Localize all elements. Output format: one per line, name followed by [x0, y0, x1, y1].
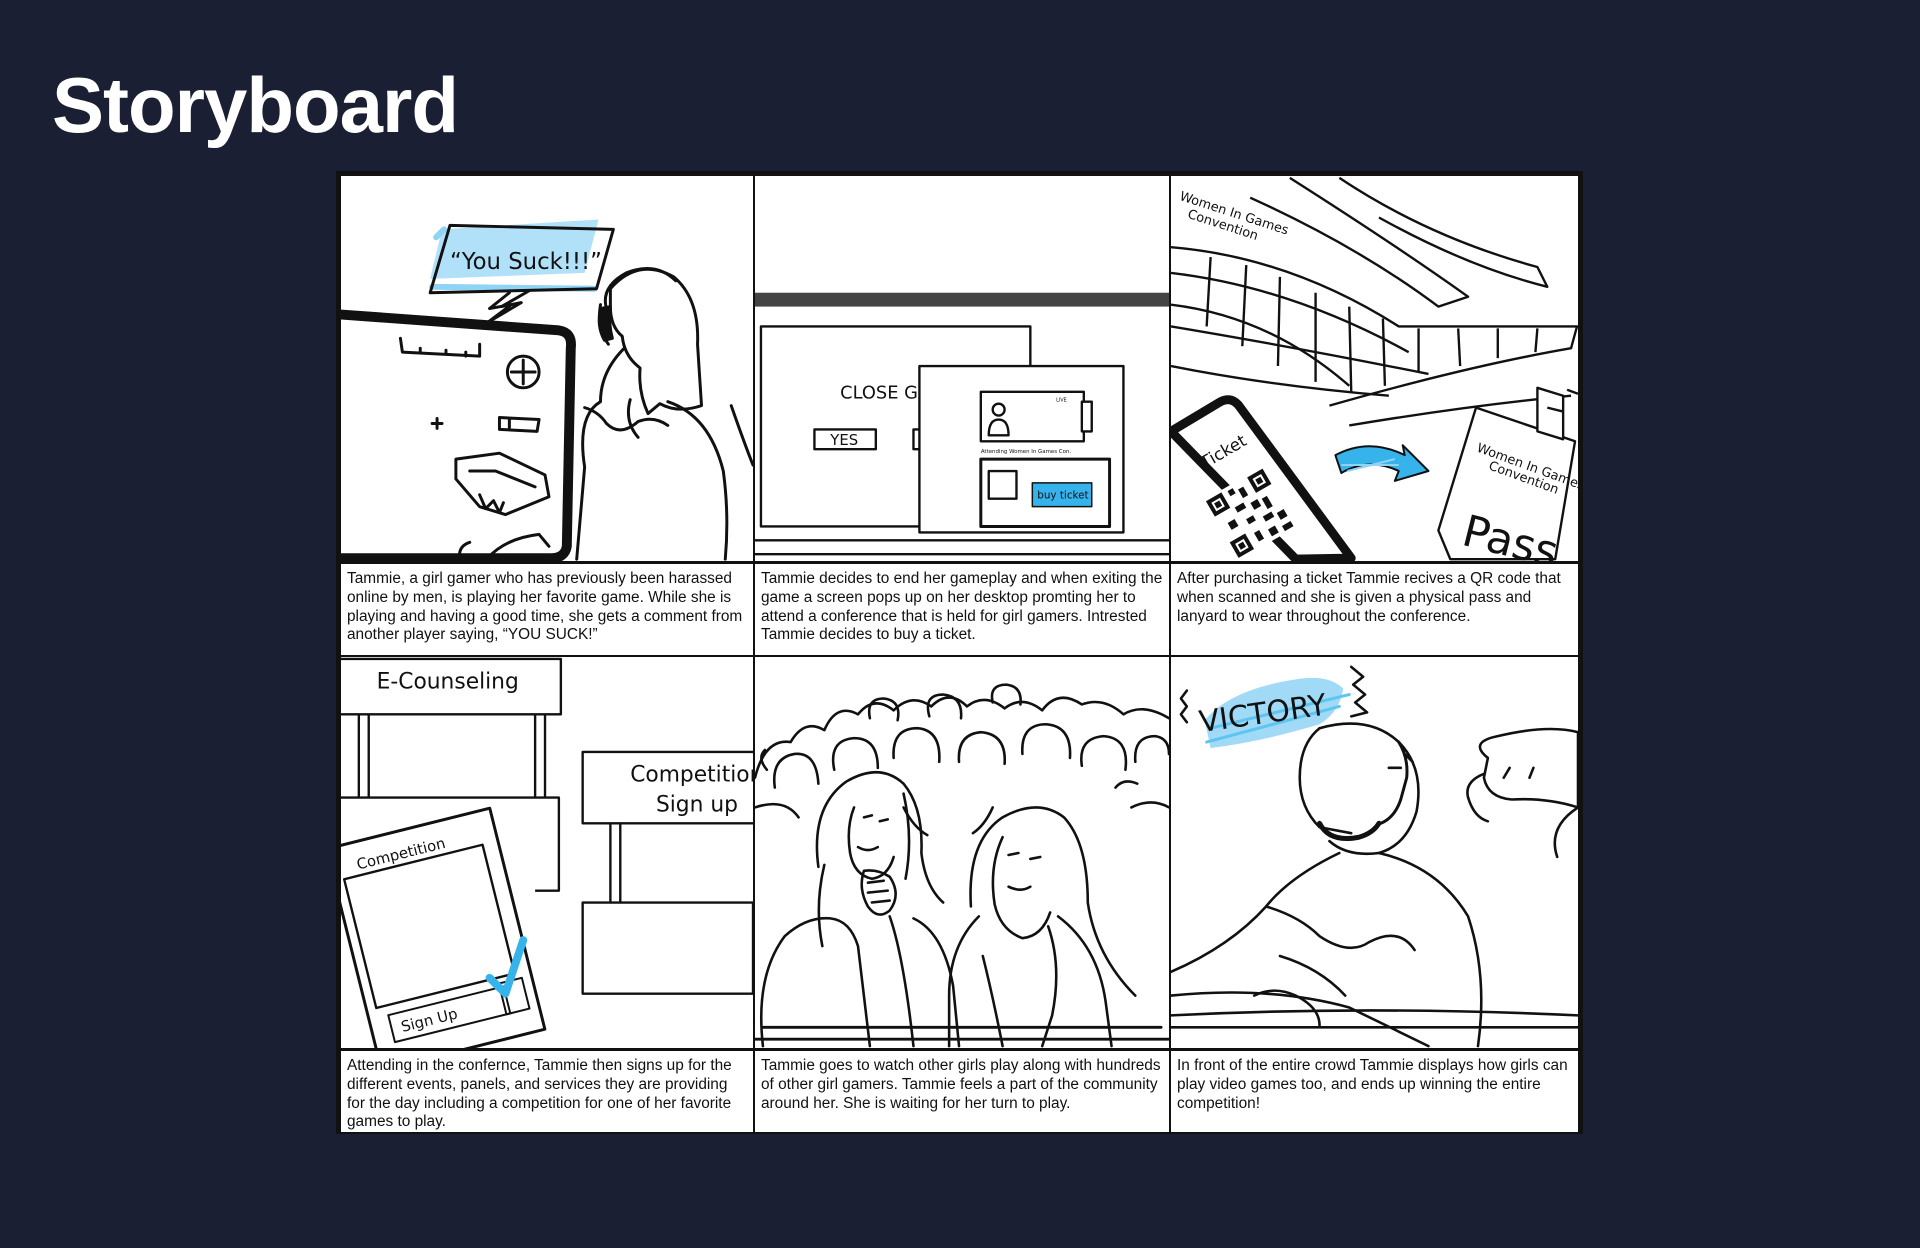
panel-2-caption: Tammie decides to end her gameplay and w…: [755, 561, 1169, 655]
panel-1-illustration: “You Suck!!!”: [341, 176, 753, 561]
e-counseling-label: E-Counseling: [377, 670, 519, 695]
speech-bubble: [428, 223, 615, 295]
panel-6-caption: In front of the entire crowd Tammie disp…: [1171, 1048, 1578, 1132]
panel-3: Women In Games Convention Ticket: [1169, 174, 1580, 657]
panel-3-illustration: Women In Games Convention Ticket: [1171, 176, 1578, 561]
opponent-player: [1466, 727, 1578, 859]
yes-label: YES: [829, 431, 858, 449]
squiggle-left: [1179, 689, 1189, 724]
qr-code: [1203, 465, 1298, 561]
storyboard-grid: “You Suck!!!” Tammie, a girl gamer who h: [336, 171, 1583, 1134]
form-signup-button: [387, 985, 512, 1044]
yes-button: [813, 428, 878, 451]
panel-4-illustration: E-Counseling Competition Sign up Competi…: [341, 657, 753, 1048]
panel-5-caption: Tammie goes to watch other girls play al…: [755, 1048, 1169, 1132]
background-crowd: [755, 683, 1169, 837]
phone-ticket: [1171, 395, 1356, 561]
panel-1: “You Suck!!!” Tammie, a girl gamer who h: [339, 174, 755, 657]
girl-right: [947, 806, 1137, 1048]
panel-5: Tammie goes to watch other girls play al…: [753, 655, 1171, 1134]
panel-2: CLOSE GA YES LIVE Attending Women In Gam…: [753, 174, 1171, 657]
buy-ticket-label: buy ticket: [1037, 490, 1088, 502]
live-label: LIVE: [1056, 398, 1067, 404]
competition-booth-line2: Sign up: [656, 792, 738, 817]
competition-booth: [581, 750, 753, 825]
speech-text: “You Suck!!!”: [450, 249, 602, 275]
panel-2-illustration: CLOSE GA YES LIVE Attending Women In Gam…: [755, 176, 1169, 561]
squiggle-right: [1349, 665, 1369, 718]
panel-6: VICTORY: [1169, 655, 1580, 1134]
buy-ticket-button: [1031, 482, 1093, 508]
checkmark-icon: [485, 936, 528, 998]
panel-5-illustration: [755, 657, 1169, 1048]
panel-1-caption: Tammie, a girl gamer who has previously …: [341, 561, 753, 655]
competition-booth-line1: Competition: [630, 763, 753, 788]
ticket-label: Ticket: [1196, 430, 1250, 473]
ad-text: Attending Women In Games Con.: [981, 449, 1072, 455]
player-tammie: [1171, 722, 1483, 1048]
page-title: Storyboard: [52, 61, 459, 149]
gamer-girl: [608, 267, 703, 416]
panel-4-caption: Attending in the confernce, Tammie then …: [341, 1048, 753, 1132]
panel-6-illustration: VICTORY: [1171, 657, 1578, 1048]
signup-form: Competition Sign Up: [341, 806, 547, 1048]
convention-building: [1171, 176, 1578, 407]
e-counseling-booth: [341, 657, 563, 716]
girl-left: [759, 771, 961, 1048]
close-game-text: CLOSE GA: [840, 383, 931, 404]
panel-4: E-Counseling Competition Sign up Competi…: [339, 655, 755, 1134]
panel-3-caption: After purchasing a ticket Tammie recives…: [1171, 561, 1578, 655]
monitor: [341, 309, 576, 561]
